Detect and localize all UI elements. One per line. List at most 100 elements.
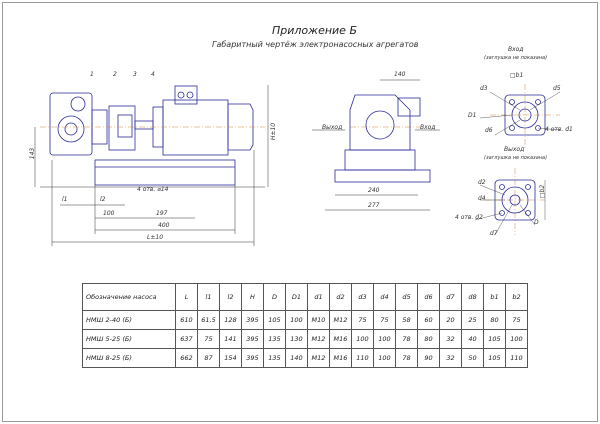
table-cell: 90 xyxy=(417,348,440,368)
table-cell: 32 xyxy=(439,329,462,349)
table-cell: 662 xyxy=(175,348,198,368)
table-cell: М16 xyxy=(329,348,352,368)
dim-100: 100 xyxy=(103,210,115,217)
appendix-title: Приложение Б xyxy=(272,24,357,37)
inlet-flange-view xyxy=(504,94,546,136)
callout-2: 2 xyxy=(113,71,117,78)
table-cell: 75 xyxy=(197,329,220,349)
table-cell: 61,5 xyxy=(197,310,220,330)
table-cell: М16 xyxy=(329,329,352,349)
coupling-housing xyxy=(108,105,136,151)
coupling xyxy=(117,114,133,138)
table-cell: 87 xyxy=(197,348,220,368)
table-cell: 78 xyxy=(395,329,418,349)
front-dimensions xyxy=(34,85,269,246)
label-inlet: Вход xyxy=(420,124,436,131)
drawing-subtitle: Габаритный чертёж электронасосных агрега… xyxy=(212,40,419,49)
dim-197: 197 xyxy=(156,210,168,217)
col-header: d2 xyxy=(329,283,352,311)
col-header: l2 xyxy=(219,283,242,311)
table-cell: 105 xyxy=(263,310,286,330)
inlet-b1: □b1 xyxy=(510,72,524,79)
dimensions-table: Обозначение насоса L l1 l2 H D D1 d1 d2 … xyxy=(82,283,528,368)
col-header: H xyxy=(241,283,264,311)
dim-143: 143 xyxy=(29,147,37,160)
table-cell: 154 xyxy=(219,348,242,368)
side-base xyxy=(334,169,431,183)
base-frame xyxy=(94,159,236,186)
table-cell: М12 xyxy=(307,329,330,349)
callout-1: 1 xyxy=(90,71,94,78)
table-cell: М12 xyxy=(329,310,352,330)
callout-4: 4 xyxy=(151,71,155,78)
dim-140: 140 xyxy=(394,71,406,78)
table-cell: 60 xyxy=(417,310,440,330)
col-header: b2 xyxy=(505,283,528,311)
outlet-note: (заглушка не показана) xyxy=(484,155,548,161)
col-header: D1 xyxy=(285,283,308,311)
inlet-note: (заглушка не показана) xyxy=(484,55,548,61)
drawing-graphics xyxy=(34,79,561,246)
col-header: d5 xyxy=(395,283,418,311)
table-cell: 25 xyxy=(461,310,484,330)
inlet-d5: d5 xyxy=(553,85,561,92)
inlet-holes: 4 отв. d1 xyxy=(545,126,573,133)
col-header: D xyxy=(263,283,286,311)
dim-l1: l1 xyxy=(62,196,68,203)
outlet-holes: 4 отв. d2 xyxy=(455,214,483,221)
table-cell: 105 xyxy=(483,348,506,368)
table-cell: 100 xyxy=(285,310,308,330)
pump-designation-cell: НМШ 8-25 (Б) xyxy=(82,348,176,368)
pump-designation-cell: НМШ 5-25 (Б) xyxy=(82,329,176,349)
dim-l2: l2 xyxy=(100,196,106,203)
pump-side-body xyxy=(349,94,411,151)
pump-designation-cell: НМШ 2-40 (Б) xyxy=(82,310,176,330)
table-cell: 75 xyxy=(373,310,396,330)
callout-3: 3 xyxy=(133,71,137,78)
inlet-d6: d6 xyxy=(485,127,493,134)
outlet-b2: □b2 xyxy=(539,184,547,199)
col-header: d3 xyxy=(351,283,374,311)
inlet-d3: d3 xyxy=(480,85,488,92)
table-cell: 78 xyxy=(395,348,418,368)
table-cell: 80 xyxy=(483,310,506,330)
col-header: d7 xyxy=(439,283,462,311)
table-cell: 40 xyxy=(461,329,484,349)
table-cell: 105 xyxy=(483,329,506,349)
table-cell: 110 xyxy=(351,348,374,368)
col-header: d4 xyxy=(373,283,396,311)
table-cell: 100 xyxy=(505,329,528,349)
table-cell: 130 xyxy=(285,329,308,349)
table-cell: 20 xyxy=(439,310,462,330)
col-header: Обозначение насоса xyxy=(82,283,176,311)
outlet-D: D xyxy=(534,219,539,226)
table-cell: 610 xyxy=(175,310,198,330)
col-header: l1 xyxy=(197,283,220,311)
table-cell: 141 xyxy=(219,329,242,349)
outlet-d7: d7 xyxy=(490,230,498,237)
inlet-title: Вход xyxy=(508,46,524,53)
outlet-title: Выход xyxy=(504,146,525,153)
table-header-row: Обозначение насоса L l1 l2 H D D1 d1 d2 … xyxy=(82,283,528,311)
label-outlet: Выход xyxy=(322,124,343,131)
col-header: d1 xyxy=(307,283,330,311)
outlet-d2: d2 xyxy=(478,179,486,186)
motor-fan-cover xyxy=(227,103,254,151)
front-view xyxy=(49,85,254,186)
table-cell: 140 xyxy=(285,348,308,368)
table-cell: 128 xyxy=(219,310,242,330)
pump-outlet xyxy=(70,96,86,112)
table-cell: 395 xyxy=(241,310,264,330)
table-cell: 50 xyxy=(461,348,484,368)
col-header: b1 xyxy=(483,283,506,311)
col-header: d8 xyxy=(461,283,484,311)
dim-277: 277 xyxy=(368,202,380,209)
dim-240: 240 xyxy=(368,187,380,194)
table-cell: 80 xyxy=(417,329,440,349)
motor-body xyxy=(162,99,229,156)
table-cell: 58 xyxy=(395,310,418,330)
